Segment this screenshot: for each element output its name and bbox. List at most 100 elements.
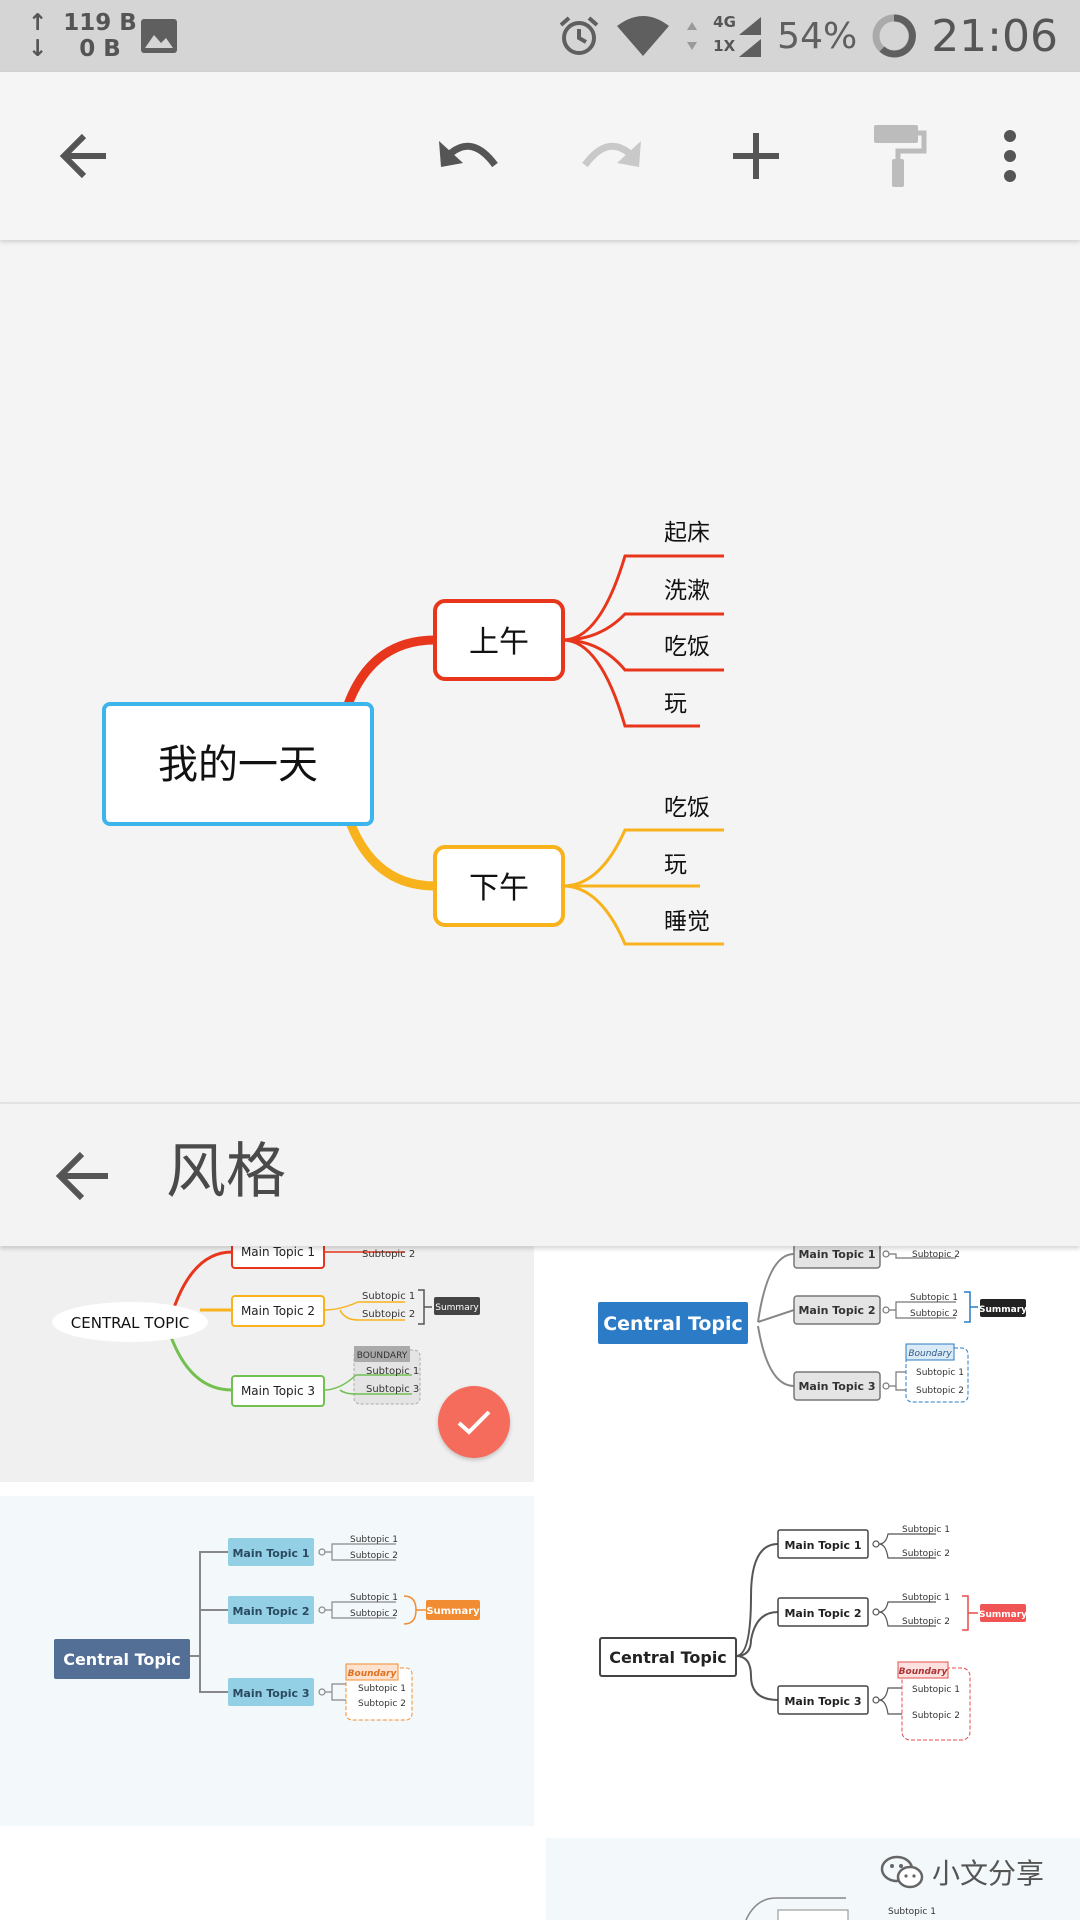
- theme-1-central: CENTRAL TOPIC: [71, 1314, 189, 1332]
- theme-2-topic-1: Main Topic 1: [798, 1248, 875, 1261]
- signal-icon: 4G 1X: [713, 11, 763, 61]
- theme-grid: CENTRAL TOPIC Main Topic 1 Main Topic 2 …: [0, 1244, 1080, 1920]
- network-type-top: 4G: [713, 13, 736, 31]
- theme-3-sub-d: Subtopic 2: [350, 1609, 398, 1619]
- theme-4-sub-e: Subtopic 1: [912, 1685, 960, 1695]
- watermark-text: 小文分享: [931, 1857, 1044, 1890]
- clock: 21:06: [931, 10, 1058, 62]
- mindmap-canvas[interactable]: 我的一天 上午 下午 起床 洗漱 吃饭 玩 吃饭 玩 睡觉: [0, 240, 1080, 1100]
- theme-2-boundary: Boundary: [908, 1349, 952, 1359]
- theme-card-5[interactable]: Subtopic 1: [546, 1838, 1080, 1920]
- theme-1-summary: Summary: [435, 1303, 479, 1313]
- more-options-button[interactable]: [980, 116, 1040, 196]
- download-speed: ↓ 0 B: [28, 36, 121, 62]
- branch-label-morning: 上午: [469, 625, 529, 660]
- theme-4-sub-c: Subtopic 1: [902, 1593, 950, 1603]
- watermark: 小文分享: [880, 1852, 1044, 1892]
- theme-2-sub-e: Subtopic 2: [916, 1386, 964, 1396]
- wifi-icon: [617, 16, 670, 56]
- subtopic-morning-3[interactable]: 吃饭: [664, 634, 710, 660]
- redo-button[interactable]: [572, 116, 652, 196]
- subtopic-afternoon-2[interactable]: 玩: [664, 852, 687, 878]
- subtopic-morning-2[interactable]: 洗漱: [664, 578, 710, 604]
- theme-2-sub-d: Subtopic 1: [916, 1368, 964, 1378]
- theme-3-sub-f: Subtopic 2: [358, 1699, 406, 1709]
- theme-1-sub-a: Subtopic 2: [362, 1249, 415, 1260]
- theme-4-topic-1: Main Topic 1: [784, 1539, 861, 1552]
- theme-3-central: Central Topic: [63, 1650, 181, 1669]
- theme-1-topic-1: Main Topic 1: [241, 1245, 315, 1259]
- wechat-icon: [880, 1855, 924, 1889]
- battery-icon: [872, 14, 917, 58]
- theme-4-sub-b: Subtopic 2: [902, 1549, 950, 1559]
- theme-1-boundary: BOUNDARY: [357, 1351, 408, 1361]
- more-vert-icon: [1004, 130, 1016, 182]
- format-paint-icon: [874, 125, 927, 187]
- data-arrows-icon: [687, 22, 698, 50]
- alarm-icon: [559, 16, 599, 55]
- theme-3-topic-3: Main Topic 3: [232, 1687, 309, 1700]
- network-speed: ↑ 119 B ↓ 0 B: [28, 10, 137, 62]
- theme-3-preview: Central Topic Main Topic 1 Main Topic 2 …: [54, 1535, 480, 1721]
- panel-title: 风格: [166, 1137, 286, 1207]
- theme-4-central: Central Topic: [609, 1648, 727, 1667]
- theme-3-topic-2: Main Topic 2: [232, 1605, 309, 1618]
- theme-1-sub-b: Subtopic 1: [362, 1291, 415, 1302]
- theme-card-4[interactable]: Central Topic Main Topic 1 Main Topic 2 …: [546, 1496, 1080, 1826]
- image-icon: [141, 19, 177, 53]
- theme-2-topic-2: Main Topic 2: [798, 1304, 875, 1317]
- theme-3-sub-a: Subtopic 1: [350, 1535, 398, 1545]
- panel-back-button[interactable]: [52, 1144, 116, 1208]
- style-panel-header: 风格: [0, 1102, 1080, 1246]
- status-bar: ↑ 119 B ↓ 0 B 4G 1X 54%: [0, 0, 1080, 72]
- theme-1-sub-d: Subtopic 1: [366, 1366, 419, 1377]
- theme-1-sub-c: Subtopic 2: [362, 1309, 415, 1320]
- central-topic-label: 我的一天: [158, 742, 318, 788]
- theme-4-sub-f: Subtopic 2: [912, 1711, 960, 1721]
- theme-4-boundary: Boundary: [899, 1667, 949, 1677]
- theme-4-sub-d: Subtopic 2: [902, 1617, 950, 1627]
- branch-topic-morning[interactable]: 上午: [433, 599, 565, 681]
- redo-icon: [582, 141, 641, 168]
- theme-5-preview: Subtopic 1: [745, 1897, 936, 1920]
- subtopic-afternoon-1[interactable]: 吃饭: [664, 795, 710, 821]
- subtopic-morning-4[interactable]: 玩: [664, 691, 687, 717]
- theme-1-topic-3: Main Topic 3: [241, 1384, 315, 1398]
- selected-check-badge: [438, 1386, 510, 1458]
- subtopic-morning-1[interactable]: 起床: [664, 520, 710, 546]
- theme-card-1[interactable]: CENTRAL TOPIC Main Topic 1 Main Topic 2 …: [0, 1244, 534, 1482]
- theme-card-2[interactable]: Central Topic Main Topic 1 Main Topic 2 …: [546, 1244, 1080, 1482]
- subtopic-afternoon-3[interactable]: 睡觉: [664, 909, 710, 935]
- theme-2-preview: Central Topic Main Topic 1 Main Topic 2 …: [598, 1244, 1027, 1403]
- back-arrow-icon: [55, 1151, 108, 1201]
- theme-1-sub-e: Subtopic 3: [366, 1384, 419, 1395]
- editor-toolbar: [0, 72, 1080, 240]
- network-type-bottom: 1X: [713, 37, 736, 55]
- theme-3-summary: Summary: [426, 1606, 480, 1617]
- theme-1-topic-2: Main Topic 2: [241, 1304, 315, 1318]
- theme-3-sub-b: Subtopic 2: [350, 1551, 398, 1561]
- branch-topic-afternoon[interactable]: 下午: [433, 845, 565, 927]
- theme-3-sub-c: Subtopic 1: [350, 1593, 398, 1603]
- central-topic[interactable]: 我的一天: [102, 702, 374, 826]
- morning-subtopic-lines: [562, 554, 724, 728]
- theme-3-topic-1: Main Topic 1: [232, 1547, 309, 1560]
- theme-2-sub-c: Subtopic 2: [910, 1309, 958, 1319]
- back-arrow-icon: [59, 133, 106, 179]
- upload-speed: ↑ 119 B: [28, 10, 137, 36]
- undo-button[interactable]: [428, 116, 508, 196]
- theme-4-topic-3: Main Topic 3: [784, 1695, 861, 1708]
- theme-5-sub-a: Subtopic 1: [888, 1907, 936, 1917]
- theme-2-central: Central Topic: [603, 1313, 743, 1335]
- theme-4-preview: Central Topic Main Topic 1 Main Topic 2 …: [599, 1525, 1027, 1741]
- add-icon: [733, 133, 779, 179]
- theme-card-3[interactable]: Central Topic Main Topic 1 Main Topic 2 …: [0, 1496, 534, 1826]
- theme-4-sub-a: Subtopic 1: [902, 1525, 950, 1535]
- back-button[interactable]: [44, 116, 124, 196]
- theme-2-topic-3: Main Topic 3: [798, 1380, 875, 1393]
- theme-2-sub-a: Subtopic 2: [912, 1250, 960, 1260]
- format-button[interactable]: [860, 116, 940, 196]
- add-topic-button[interactable]: [716, 116, 796, 196]
- branch-label-afternoon: 下午: [469, 871, 529, 906]
- theme-3-sub-e: Subtopic 1: [358, 1684, 406, 1694]
